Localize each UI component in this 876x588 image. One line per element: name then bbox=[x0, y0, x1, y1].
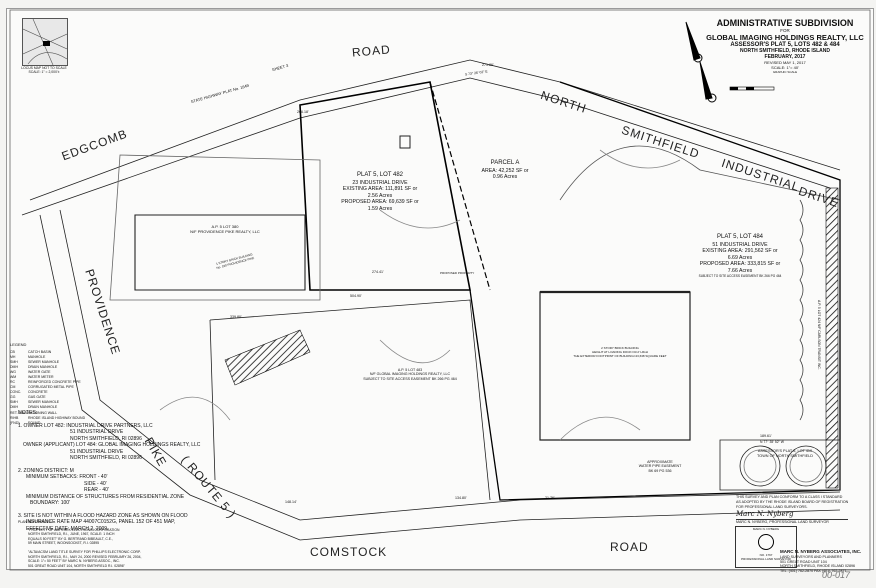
road-label-comstock: COMSTOCK bbox=[310, 545, 388, 559]
sheet-number: 00-017 bbox=[822, 570, 851, 580]
legend-item: CONC.CONCRETE bbox=[10, 390, 48, 395]
bearing: N 77° 35' 52" W bbox=[760, 440, 784, 444]
parcel-a-label: PARCEL A AREA: 42,252 SF or 0.96 Acres bbox=[481, 160, 529, 180]
lot-484-label: PLAT 5, LOT 484 51 INDUSTRIAL DRIVE EXIS… bbox=[698, 234, 782, 278]
dimension: 504.90' bbox=[350, 294, 362, 298]
locus-map bbox=[22, 18, 68, 66]
dimension: 266.18' bbox=[297, 110, 309, 114]
firm-info: MARC N. NYBERG ASSOCIATES, INC. LAND SUR… bbox=[780, 549, 862, 573]
survey-sheet bbox=[6, 8, 874, 570]
dimension: 339.80' bbox=[230, 315, 242, 319]
dimension: 274.41' bbox=[372, 270, 384, 274]
dimension: 134.80' bbox=[455, 496, 467, 500]
water-easement-label: APPROXIMATE WATER PIPE EASEMENT BK 69 PG… bbox=[638, 460, 682, 473]
plan-references: PLAN REFERENCES: "PROPERTY OF AMPEREX EL… bbox=[18, 520, 142, 568]
building-484-label: 2 STORY BRICK BUILDING HEIGHT AT LOADING… bbox=[573, 346, 667, 358]
proposed-property-line-label: PROPOSED PROPERTY bbox=[440, 271, 475, 275]
locus-map-caption: LOCUS MAP NOT TO SCALE SCALE: 1" = 2,000… bbox=[21, 66, 67, 74]
client-name: GLOBAL IMAGING HOLDINGS REALTY, LLC bbox=[706, 33, 864, 42]
lot-380-label: A.P. 5 LOT 380 N/F PROVIDENCE PIKE REALT… bbox=[190, 224, 260, 234]
legend-item: RET. WALLRETAINING WALL bbox=[10, 410, 58, 415]
notes: NOTES: 1. OWNER LOT 482: INDUSTRIAL DRIV… bbox=[18, 410, 201, 532]
graphic-scale-label: GRAPHIC SCALE bbox=[772, 70, 798, 74]
lot-482-label: PLAT 5, LOT 482 23 INDUSTRIAL DRIVE EXIS… bbox=[341, 172, 419, 212]
road-label-road-bottom: ROAD bbox=[610, 540, 649, 554]
surveyor-certification: THIS SURVEY AND PLAN CONFORM TO A CLASS … bbox=[736, 495, 849, 524]
dimension: 21.76' bbox=[545, 496, 555, 500]
dimension: 189.61' bbox=[760, 434, 772, 438]
seal-emblem-icon bbox=[758, 534, 774, 550]
surveyor-seal: MARC N. NYBERG NO. 1767 PROFESSIONAL LAN… bbox=[735, 526, 797, 568]
lot-424-label: A.P. 5 LOT 424 N/F CARLSON TRANSIT INC. bbox=[817, 300, 821, 370]
surveyor-signature: Marc N. Nyberg bbox=[736, 509, 794, 518]
locus-map-graphic bbox=[23, 19, 67, 65]
title-block: ADMINISTRATIVE SUBDIVISION FOR GLOBAL IM… bbox=[700, 18, 870, 74]
lot-483-label: A.P. 5 LOT 483 N/F GLOBAL IMAGING HOLDIN… bbox=[363, 368, 457, 381]
dimension: 148.14' bbox=[285, 500, 297, 504]
lot-410-label: ASSESSOR'S PLAT 5, LOT 410 TOWN OF NORTH… bbox=[757, 449, 813, 458]
dimension: 271.86' bbox=[482, 63, 494, 67]
legend-item: (FND)FOUND bbox=[10, 420, 41, 425]
drawing-title: ADMINISTRATIVE SUBDIVISION bbox=[716, 18, 854, 28]
